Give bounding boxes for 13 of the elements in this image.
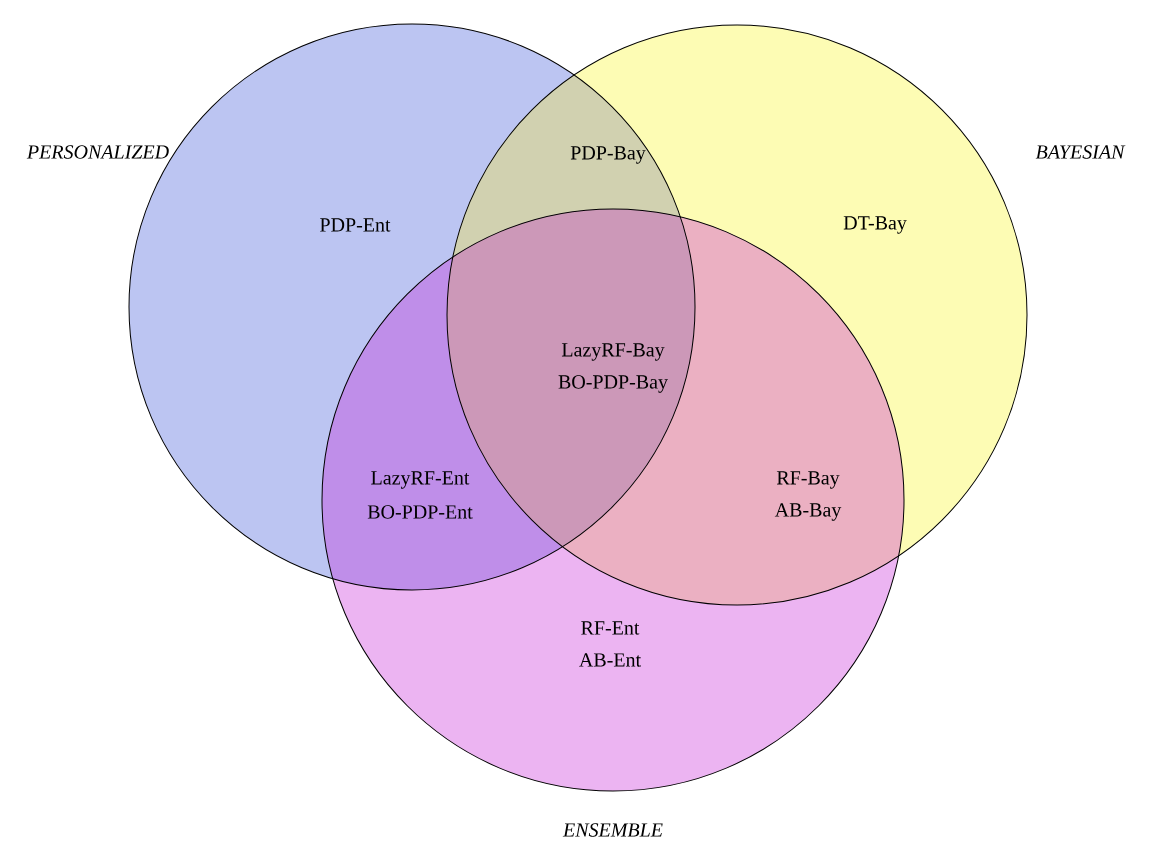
- region-label: LazyRF-Bay: [561, 343, 665, 361]
- region-label: AB-Ent: [579, 653, 641, 667]
- region-label: AB-Bay: [774, 503, 842, 521]
- region-label: PDP-Bay: [570, 146, 646, 164]
- region-label: BO-PDP-Ent: [367, 505, 473, 519]
- region-label: LazyRF-Ent: [371, 471, 470, 489]
- region-label: DT-Bay: [843, 216, 907, 234]
- region-label: RF-Ent: [581, 621, 640, 635]
- node-label: ENSEMBLE: [562, 823, 663, 837]
- region-label: RF-Bay: [776, 471, 840, 489]
- node-label: BAYESIAN: [1035, 145, 1126, 159]
- region-label: BO-PDP-Bay: [558, 375, 668, 393]
- region-label: PDP-Ent: [320, 218, 391, 232]
